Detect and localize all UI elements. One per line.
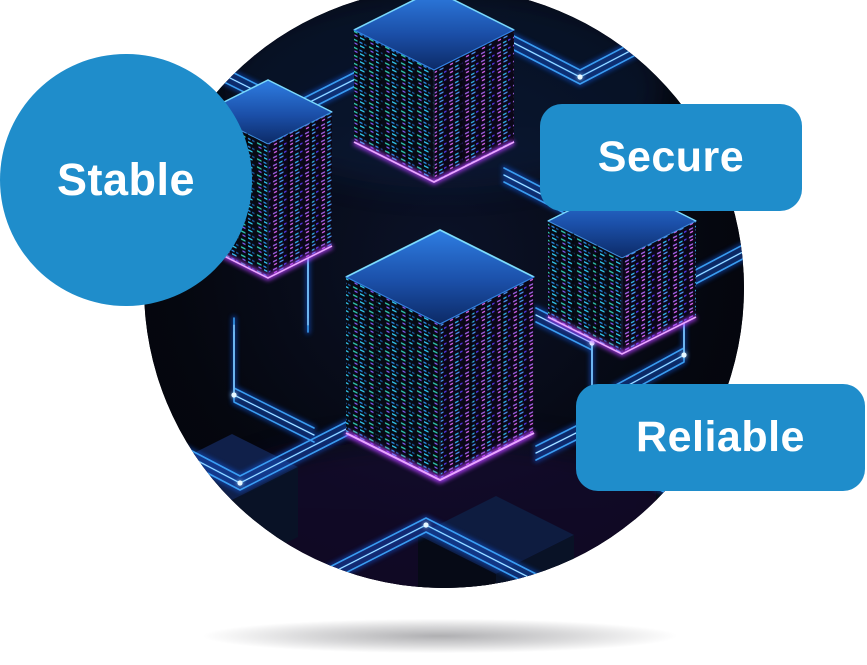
secure-label: Secure — [597, 133, 745, 181]
server-cluster-illustration — [144, 0, 744, 588]
reliable-badge: Reliable — [576, 384, 865, 491]
server-scene-circle — [144, 0, 744, 588]
server-tower-right — [546, 183, 698, 357]
ground-shadow — [110, 612, 770, 660]
server-tower-center — [344, 228, 536, 484]
server-tower-top — [352, 0, 516, 185]
secure-badge: Secure — [540, 104, 802, 211]
dark-box-bottom-center — [418, 496, 574, 588]
reliable-label: Reliable — [636, 413, 805, 461]
stable-label: Stable — [56, 154, 196, 205]
stable-badge: Stable — [0, 54, 252, 306]
